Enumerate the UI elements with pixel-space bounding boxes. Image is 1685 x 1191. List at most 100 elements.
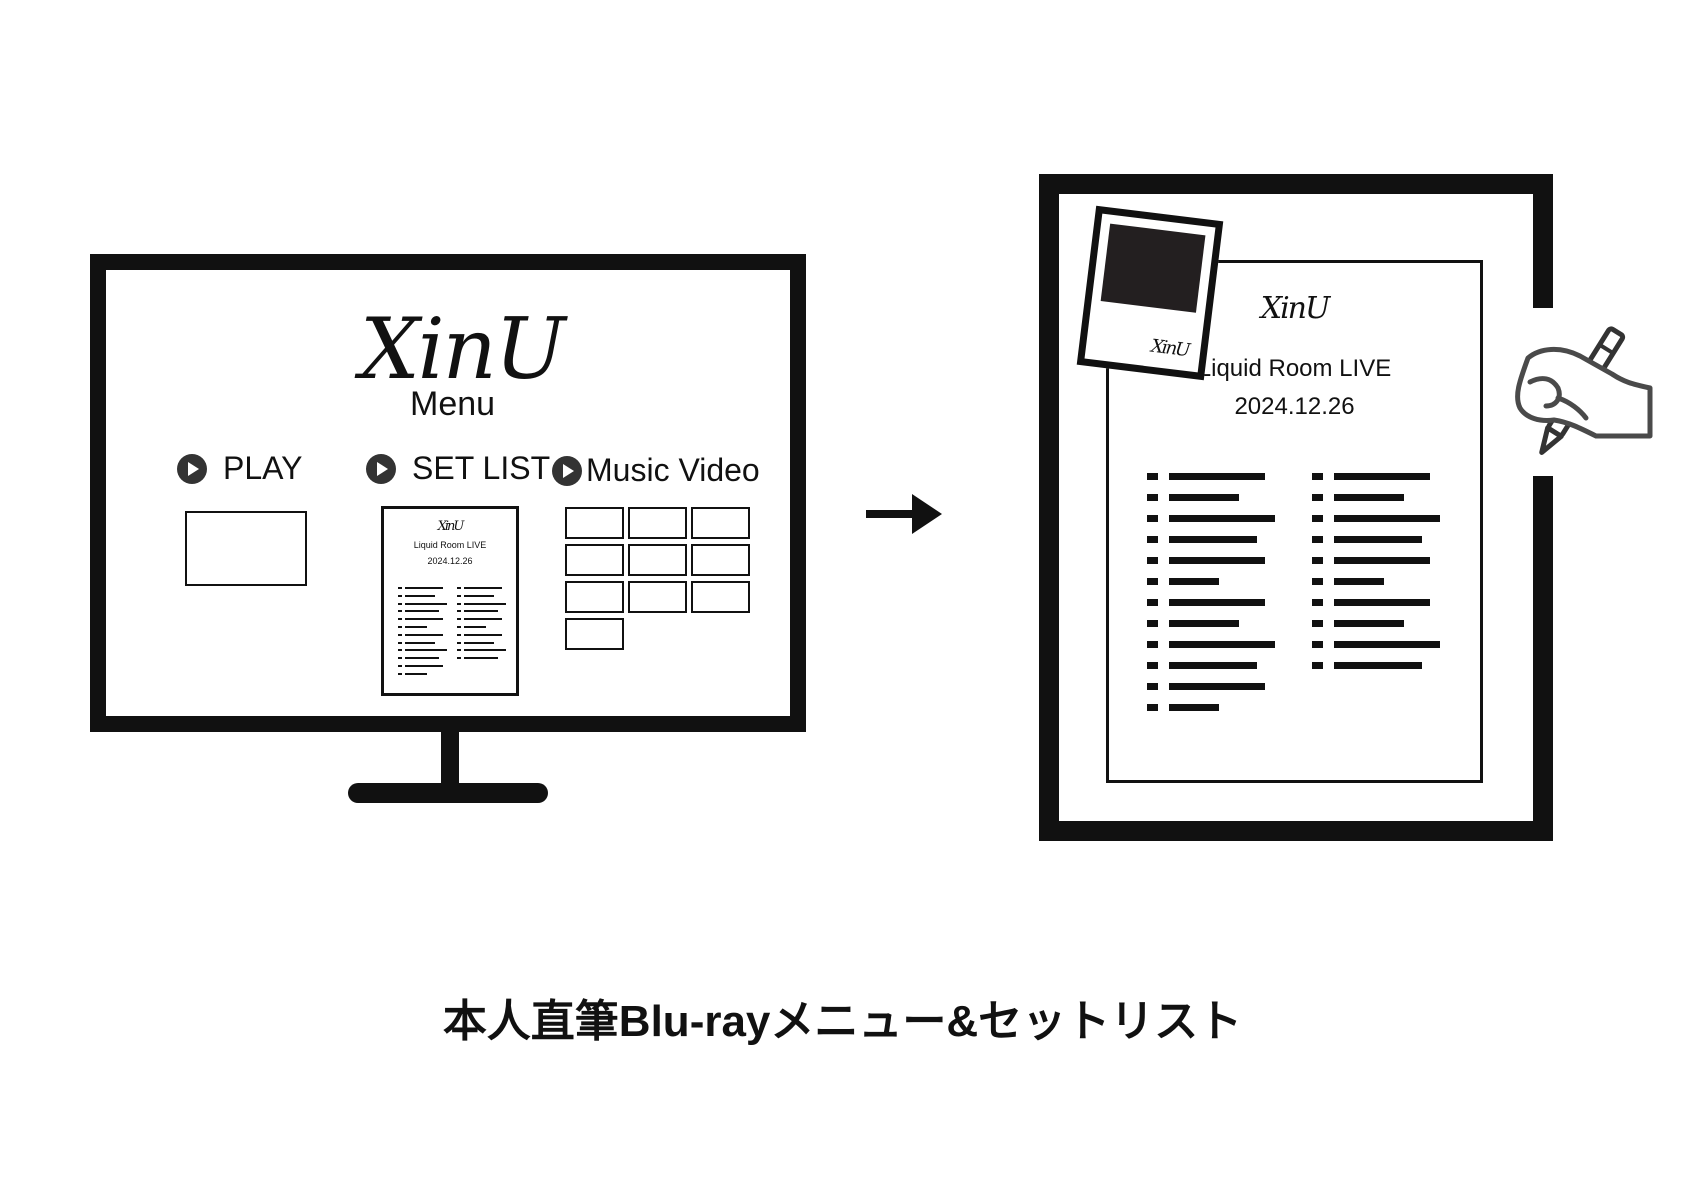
- list-bullet: [1147, 704, 1158, 711]
- play-button-label: PLAY: [223, 450, 303, 486]
- mini-list-bullet: [457, 618, 461, 621]
- set-list-thumbnail[interactable]: XinU Liquid Room LIVE 2024.12.26: [381, 506, 519, 696]
- list-line: [1169, 683, 1265, 690]
- list-bullet: [1312, 557, 1323, 564]
- list-bullet: [1147, 641, 1158, 648]
- mini-list-line: [405, 626, 427, 628]
- list-bullet: [1147, 536, 1158, 543]
- video-thumbnail[interactable]: [565, 618, 624, 650]
- list-bullet: [1312, 662, 1323, 669]
- monitor-logo: XinU: [360, 300, 566, 398]
- list-line: [1334, 620, 1404, 627]
- mini-list-bullet: [457, 641, 461, 644]
- mini-list-line: [464, 657, 498, 660]
- play-thumbnail[interactable]: [185, 511, 307, 586]
- mini-list-bullet: [398, 626, 402, 628]
- play-icon: [366, 453, 396, 484]
- mini-list-line: [405, 618, 443, 621]
- list-bullet: [1147, 494, 1158, 501]
- mini-list-line: [405, 610, 439, 613]
- list-line: [1169, 473, 1265, 480]
- mini-list-line: [405, 672, 427, 675]
- video-thumbnail[interactable]: [565, 544, 624, 576]
- list-bullet: [1312, 536, 1323, 543]
- video-thumbnail[interactable]: [628, 544, 687, 576]
- mini-list-line: [405, 665, 443, 667]
- caption: 本人直筆Blu-rayメニュー&セットリスト: [442, 997, 1243, 1046]
- list-bullet: [1147, 620, 1158, 627]
- mini-list-line: [405, 587, 443, 589]
- list-bullet: [1147, 683, 1158, 690]
- mini-list-line: [464, 618, 502, 621]
- list-line: [1334, 662, 1422, 669]
- mini-list-line: [405, 641, 435, 644]
- mini-list-line: [405, 657, 439, 660]
- sheet-title: Liquid Room LIVE: [1197, 355, 1392, 382]
- list-bullet: [1147, 473, 1158, 480]
- mini-list-bullet: [457, 602, 461, 605]
- list-bullet: [1147, 557, 1158, 564]
- mini-list-bullet: [398, 633, 402, 636]
- video-thumbnail[interactable]: [565, 581, 624, 613]
- video-thumbnail[interactable]: [628, 581, 687, 613]
- mini-list-bullet: [457, 587, 461, 589]
- music-video-button[interactable]: Music Video: [552, 452, 760, 489]
- list-line: [1169, 578, 1219, 585]
- mini-list-line: [405, 649, 447, 652]
- photo-image: [1100, 223, 1206, 313]
- mini-list-line: [405, 633, 443, 636]
- video-thumbnail[interactable]: [691, 581, 750, 613]
- mini-sheet-title: Liquid Room LIVE: [413, 540, 487, 550]
- mini-list-line: [464, 594, 494, 597]
- mini-sheet-logo: XinU: [437, 519, 465, 534]
- polaroid-photo: XinU: [1076, 205, 1224, 381]
- video-thumbnail[interactable]: [628, 507, 687, 539]
- mini-list-line: [405, 594, 435, 597]
- mini-list-line: [405, 602, 447, 605]
- list-bullet: [1147, 578, 1158, 585]
- arrow-right-icon: [866, 510, 924, 518]
- mini-list-line: [464, 633, 502, 636]
- sheet-logo: XinU: [1260, 291, 1331, 326]
- sheet-date: 2024.12.26: [1234, 393, 1355, 420]
- mini-list-line: [464, 587, 502, 589]
- hand-writing-pen-icon: [1515, 326, 1653, 455]
- mini-list-line: [464, 626, 486, 628]
- list-bullet: [1312, 620, 1323, 627]
- mini-list-bullet: [457, 594, 461, 597]
- list-line: [1334, 494, 1404, 501]
- mini-list-bullet: [398, 594, 402, 597]
- list-line: [1334, 515, 1440, 522]
- mini-list-bullet: [398, 618, 402, 621]
- mini-list-line: [464, 641, 494, 644]
- video-thumbnail[interactable]: [691, 544, 750, 576]
- list-bullet: [1312, 473, 1323, 480]
- mini-sheet-date: 2024.12.26: [427, 556, 473, 566]
- mini-list-bullet: [457, 633, 461, 636]
- list-line: [1169, 704, 1219, 711]
- play-icon: [552, 455, 582, 486]
- list-bullet: [1147, 662, 1158, 669]
- list-bullet: [1312, 578, 1323, 585]
- monitor-stand-neck: [441, 732, 459, 790]
- list-line: [1169, 494, 1239, 501]
- list-bullet: [1312, 599, 1323, 606]
- music-video-button-label: Music Video: [586, 452, 760, 488]
- list-line: [1169, 536, 1257, 543]
- list-line: [1334, 599, 1430, 606]
- play-button[interactable]: PLAY: [177, 450, 302, 487]
- mini-list-bullet: [457, 657, 461, 660]
- list-line: [1169, 557, 1265, 564]
- video-thumbnail[interactable]: [565, 507, 624, 539]
- list-bullet: [1312, 515, 1323, 522]
- video-thumbnail[interactable]: [691, 507, 750, 539]
- list-line: [1334, 536, 1422, 543]
- set-list-button[interactable]: SET LIST: [366, 450, 550, 487]
- mini-list-line: [464, 649, 506, 652]
- list-bullet: [1147, 599, 1158, 606]
- list-line: [1169, 620, 1239, 627]
- mini-list-line: [464, 610, 498, 613]
- list-bullet: [1147, 515, 1158, 522]
- set-list-button-label: SET LIST: [412, 450, 551, 486]
- mini-list-bullet: [398, 587, 402, 589]
